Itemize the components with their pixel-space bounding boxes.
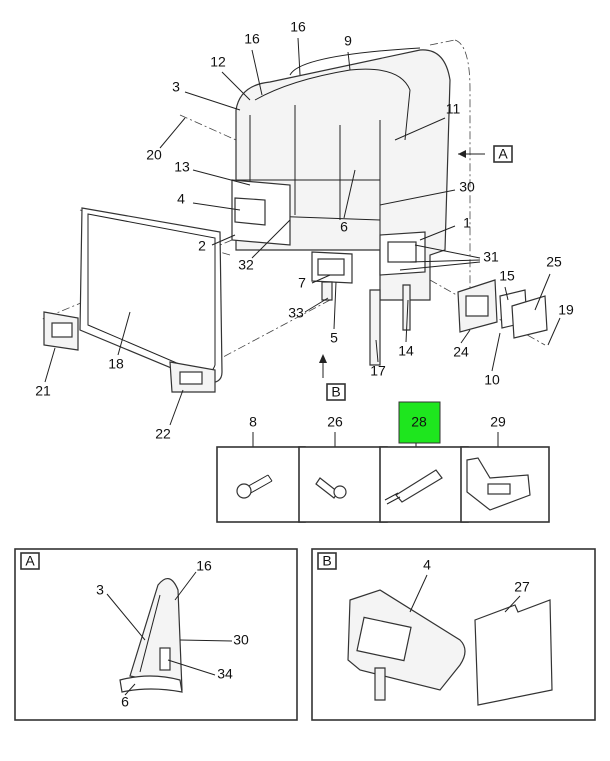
part-box-26[interactable]: 26: [298, 414, 388, 523]
callout: 34: [217, 666, 233, 682]
view-ref-label: A: [498, 146, 508, 162]
callout: 22: [155, 426, 171, 442]
callout: 16: [196, 558, 212, 574]
callout: 7: [298, 275, 306, 291]
lamp-module-icon: [384, 469, 443, 505]
inset-view-b: B 4 27: [311, 548, 596, 721]
bracket-icon: [466, 457, 531, 511]
part-label: 28: [411, 414, 427, 430]
view-ref-a[interactable]: A: [458, 145, 513, 163]
part-box-28[interactable]: 28: [379, 401, 469, 523]
bolt-icon: [236, 474, 273, 499]
callout: 14: [398, 343, 414, 359]
callout: 25: [546, 254, 562, 270]
rivet-icon: [315, 477, 347, 499]
callout: 20: [146, 147, 162, 163]
view-ref-label: B: [331, 384, 340, 400]
leader-lines: [44, 37, 561, 426]
callout: 6: [340, 219, 348, 235]
callout: 2: [198, 238, 206, 254]
callout: 1: [463, 215, 471, 231]
callout: 11: [446, 101, 461, 117]
callout: 16: [244, 31, 260, 47]
callout: 9: [344, 33, 352, 49]
callout: 3: [172, 79, 180, 95]
view-ref-b[interactable]: B: [319, 354, 346, 401]
part-label: 29: [490, 414, 506, 430]
part-box-29[interactable]: 29: [460, 414, 550, 523]
callout: 13: [174, 159, 190, 175]
highlight-marker: [398, 401, 441, 444]
callout: 10: [484, 372, 500, 388]
part-box-8[interactable]: 8: [216, 414, 306, 523]
callout: 15: [499, 268, 515, 284]
callout: 5: [330, 330, 338, 346]
callout: 12: [210, 54, 226, 70]
callout: 19: [558, 302, 574, 318]
callout-labels: 16 16 9 12 3 11 20 13 4 30 6 1 2 32 31 1…: [35, 19, 574, 442]
inset-title: A: [25, 553, 35, 569]
callout: 4: [423, 557, 431, 573]
part-label: 26: [327, 414, 343, 430]
callout: 3: [96, 582, 104, 598]
callout: 30: [459, 179, 475, 195]
callout: 33: [288, 305, 304, 321]
part-label: 8: [249, 414, 257, 430]
callout: 21: [35, 383, 51, 399]
callout: 30: [233, 632, 249, 648]
callout: 24: [453, 344, 469, 360]
callout: 4: [177, 191, 185, 207]
callout: 27: [514, 579, 530, 595]
callout: 17: [370, 363, 386, 379]
inset-title: B: [322, 553, 331, 569]
inset-view-a: A 3 16 30 34 6: [14, 548, 298, 721]
callout: 6: [121, 694, 129, 710]
callout: 32: [238, 257, 254, 273]
callout: 31: [483, 249, 499, 265]
callout: 18: [108, 356, 124, 372]
callout: 16: [290, 19, 306, 35]
cab-assembly-drawing: [39, 39, 548, 393]
